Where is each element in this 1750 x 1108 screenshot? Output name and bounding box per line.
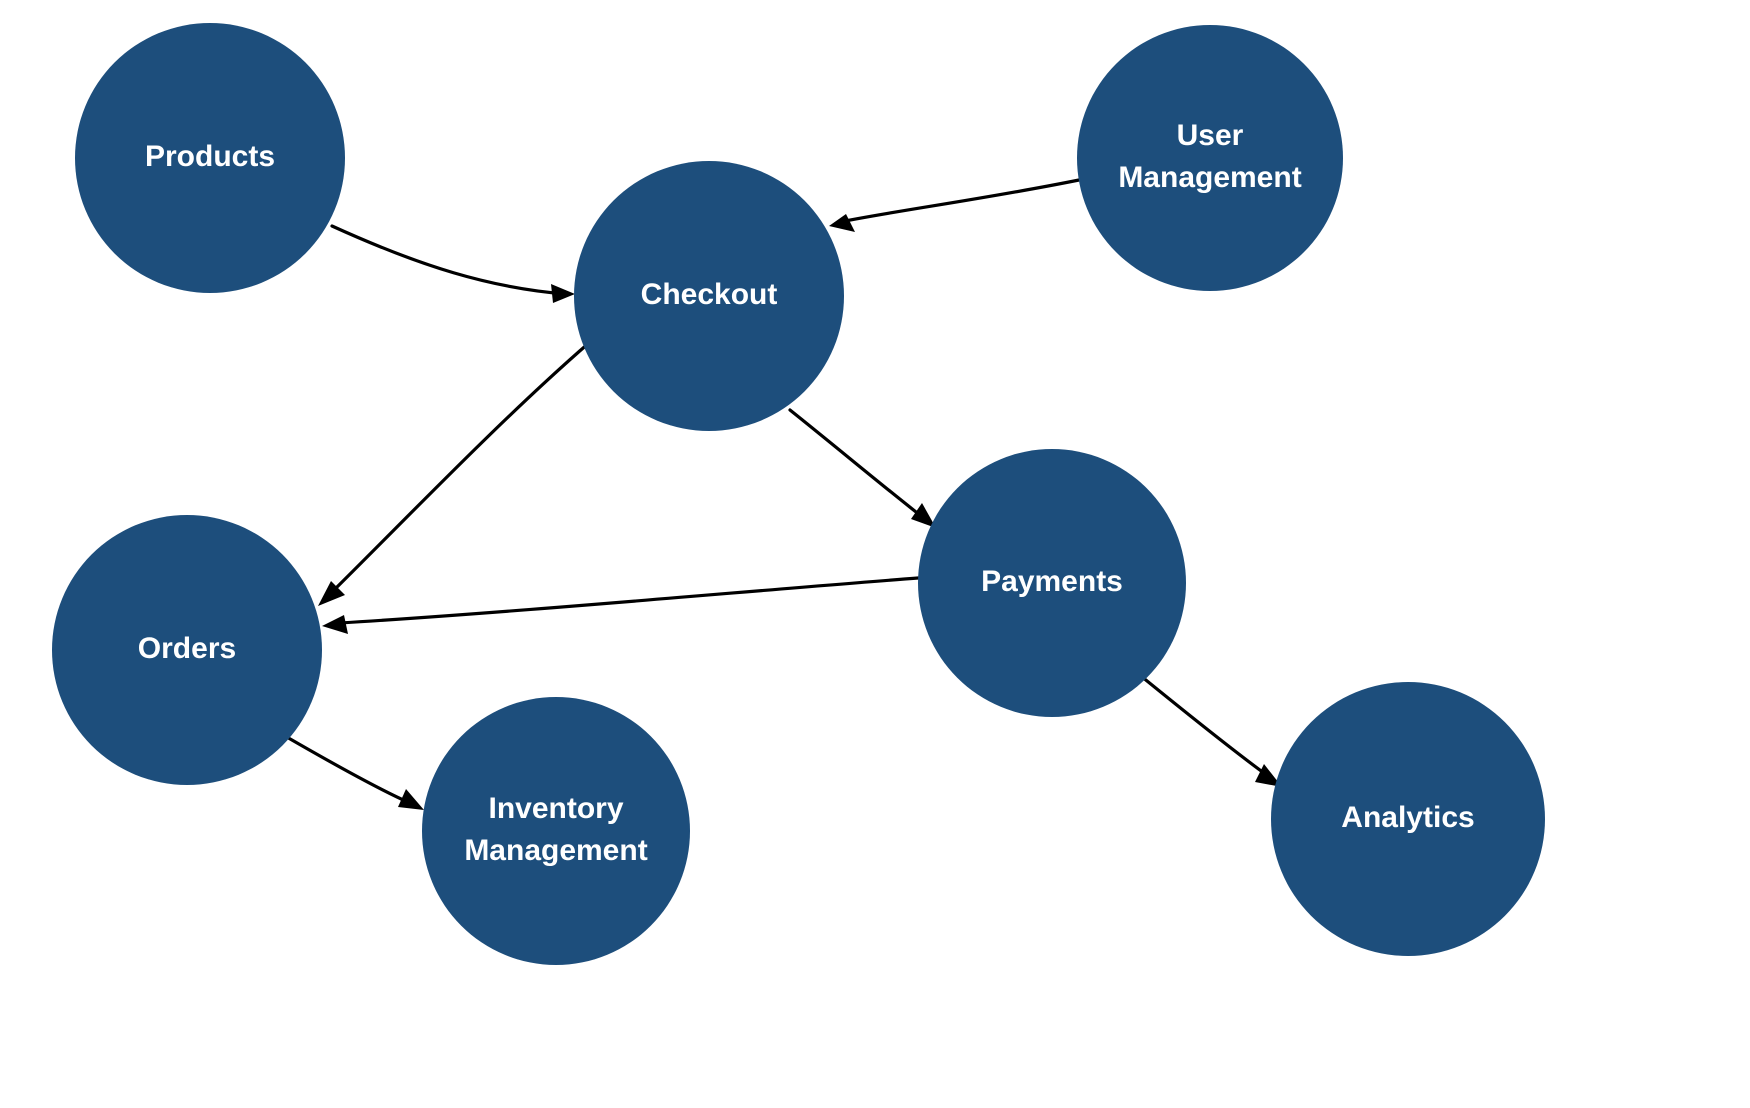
arrowhead-icon (318, 581, 345, 606)
arrowhead-icon (551, 284, 575, 303)
edge-products-to-checkout[interactable] (330, 224, 575, 303)
edge-user-management-to-checkout[interactable] (829, 178, 1081, 232)
node-shape[interactable] (75, 23, 345, 293)
node-shape[interactable] (1271, 682, 1545, 956)
node-label: Checkout (641, 278, 778, 311)
node-analytics[interactable]: Analytics (1271, 682, 1545, 956)
arrowhead-icon (829, 214, 855, 232)
node-orders[interactable]: Orders (52, 515, 322, 785)
node-label: Analytics (1341, 801, 1474, 834)
node-shape[interactable] (422, 697, 690, 965)
node-shape[interactable] (918, 449, 1186, 717)
edge-line (330, 224, 568, 296)
edge-line (838, 178, 1081, 224)
edge-checkout-to-payments[interactable] (788, 408, 936, 528)
edge-checkout-to-orders[interactable] (318, 340, 592, 606)
arrowhead-icon (1255, 764, 1282, 787)
nodes-layer: ProductsUserManagementCheckoutOrdersPaym… (52, 23, 1545, 965)
node-shape[interactable] (52, 515, 322, 785)
node-label: Products (145, 140, 275, 173)
edge-line (1134, 670, 1270, 778)
node-shape[interactable] (574, 161, 844, 431)
node-checkout[interactable]: Checkout (574, 161, 844, 431)
arrowhead-icon (322, 615, 348, 634)
edge-payments-to-analytics[interactable] (1134, 670, 1282, 787)
edge-line (788, 408, 927, 521)
edge-line (283, 734, 412, 805)
node-label: User (1177, 119, 1244, 152)
node-label: Payments (981, 565, 1123, 598)
node-label: Management (464, 834, 647, 867)
node-label: Orders (138, 632, 236, 665)
edges-layer (283, 178, 1282, 810)
node-label: Inventory (488, 792, 623, 825)
edge-line (338, 576, 920, 625)
node-products[interactable]: Products (75, 23, 345, 293)
node-label: Management (1118, 161, 1301, 194)
arrowhead-icon (911, 503, 936, 528)
edge-orders-to-inventory-management[interactable] (283, 734, 424, 810)
node-payments[interactable]: Payments (918, 449, 1186, 717)
edge-payments-to-orders[interactable] (322, 576, 920, 634)
arrowhead-icon (398, 789, 424, 810)
node-shape[interactable] (1077, 25, 1343, 291)
edge-line (328, 340, 592, 596)
